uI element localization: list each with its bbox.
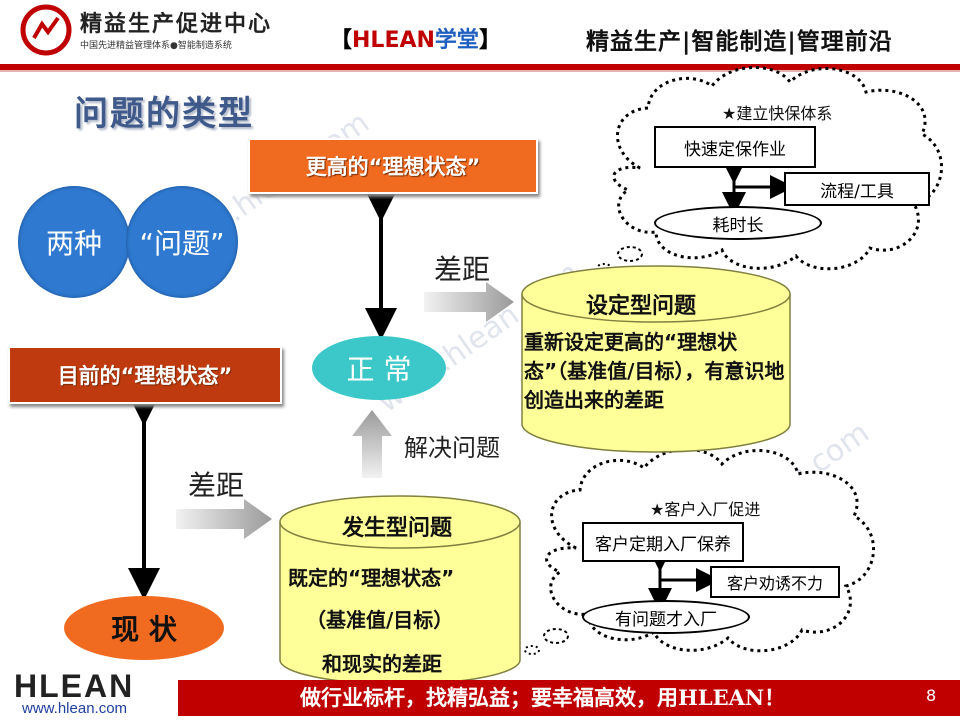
gap-label-bottom: 差距: [188, 469, 245, 502]
footer-bar: [178, 680, 960, 716]
solve-label: 解决问题: [404, 434, 500, 462]
cloud-bottom-ellipse: 有问题才入厂: [582, 600, 750, 634]
brand-name: 精益生产促进中心: [80, 12, 273, 37]
occur-type-title: 发生型问题: [342, 516, 453, 541]
footer-slogan: 做行业标杆，找精弘益；要幸福高效，用HLEAN！: [300, 685, 786, 710]
brand-subtitle: 中国先进精益管理体系●智能制造系统: [80, 41, 232, 51]
occur-type-line1: 既定的“理想状态”: [288, 566, 455, 590]
set-type-text: 重新设定更高的“理想状态”（基准值/目标），有意识地创造出来的差距: [524, 330, 785, 412]
cloud-top-shape: [612, 66, 944, 271]
footer-logo: HLEAN: [14, 668, 135, 704]
solve-arrow: [352, 410, 392, 478]
cloud-top-title: ★建立快保体系: [722, 104, 833, 123]
logo-icon: [20, 4, 72, 56]
cloud-top-main-box: 快速定保作业: [654, 126, 816, 168]
header-divider: [0, 64, 960, 70]
gap-label-top: 差距: [434, 253, 491, 286]
current-state-ellipse: 现 状: [64, 596, 224, 660]
cloud-bottom-side-box: 客户劝诱不力: [710, 566, 840, 598]
footer-url[interactable]: www.hlean.com: [22, 700, 128, 717]
circle-problems: “问题”: [126, 186, 238, 298]
gap-arrow-top: [424, 282, 514, 322]
cloud-bottom-title: ★客户入厂促进: [650, 500, 761, 519]
current-ideal-box: 目前的“理想状态”: [8, 346, 282, 404]
page-number: 8: [926, 686, 937, 705]
occur-type-line2: （基准值/目标）: [306, 608, 454, 632]
center-brand: 【HLEAN学堂】: [330, 28, 501, 53]
set-type-title: 设定型问题: [586, 294, 697, 319]
header: [0, 0, 960, 64]
cloud-top-ellipse: 耗时长: [654, 206, 822, 240]
slide-title: 问题的类型: [74, 94, 254, 134]
normal-ellipse: 正 常: [312, 336, 446, 400]
cloud-top-side-box: 流程/工具: [784, 172, 930, 206]
gap-arrow-bottom: [176, 499, 272, 539]
higher-ideal-box: 更高的“理想状态”: [248, 138, 538, 194]
cloud-bottom-main-box: 客户定期入厂保养: [582, 522, 744, 562]
header-divider-light: [0, 70, 960, 72]
circle-two-kinds: 两种: [18, 186, 130, 298]
occur-type-line3: 和现实的差距: [322, 652, 442, 676]
header-tagline: 精益生产|智能制造|管理前沿: [586, 29, 893, 55]
